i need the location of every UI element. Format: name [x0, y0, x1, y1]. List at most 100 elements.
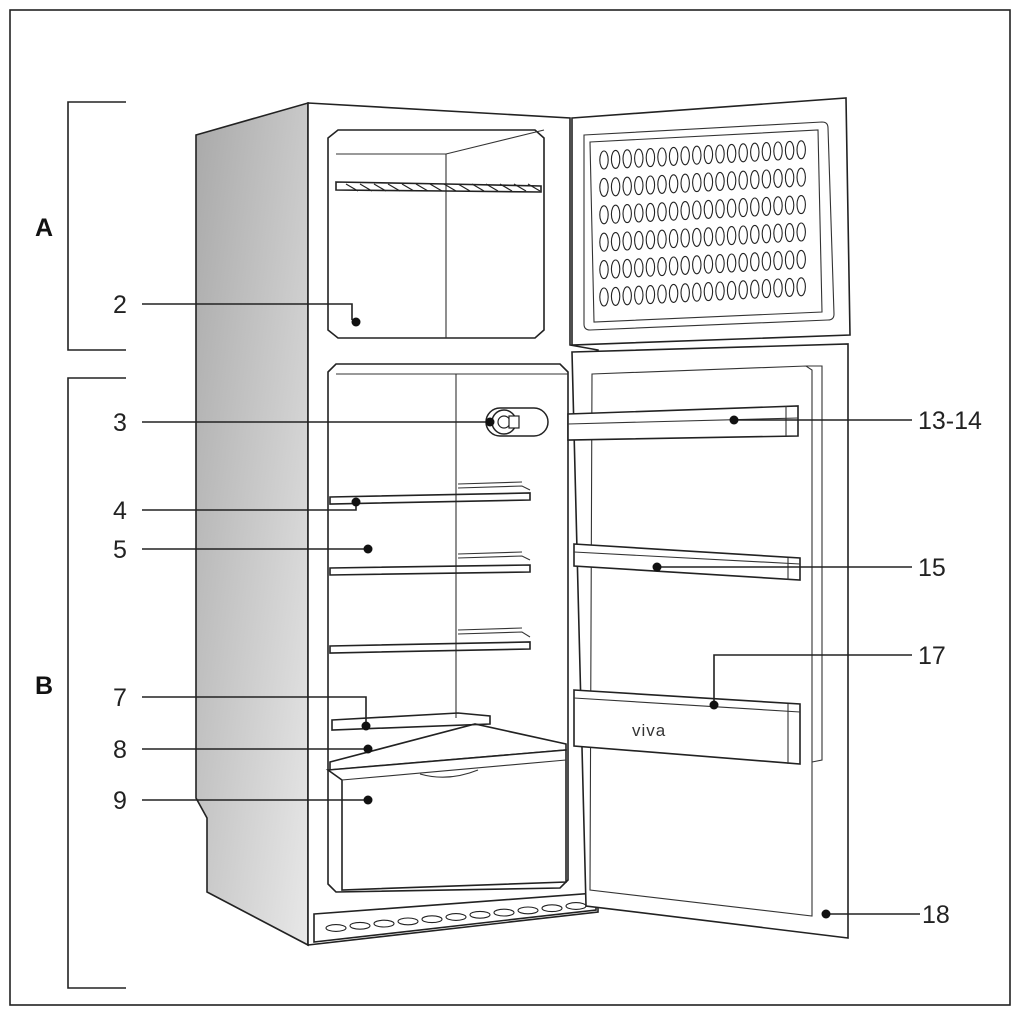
door-dimple [726, 280, 737, 300]
door-dimple [680, 255, 690, 275]
grill-wire [345, 183, 359, 192]
grill-wire [387, 183, 401, 192]
door-dimple [657, 229, 667, 249]
grill-wire [373, 183, 387, 192]
freezer-door-inner-panel [589, 129, 823, 323]
leader-5-dot [363, 544, 373, 554]
door-dimple [599, 205, 609, 225]
leader-17-dot [709, 700, 719, 710]
door-dimple [645, 257, 656, 277]
door-dimple [703, 254, 714, 274]
grill-wire [359, 183, 373, 192]
grill-wire [457, 183, 471, 192]
grille-hole [493, 908, 515, 917]
brand-logo: viva [632, 721, 666, 740]
leader-2-dot [351, 317, 361, 327]
leader-15-dot [652, 562, 662, 572]
door-dimple [668, 229, 679, 249]
door-dimple [715, 144, 725, 164]
door-dimple [599, 150, 609, 170]
fridge-side-panel [195, 101, 309, 947]
shelf-1 [329, 481, 531, 505]
door-dimple [726, 143, 737, 163]
door-dimple [715, 171, 725, 191]
grille-hole [469, 910, 491, 919]
grill-wire [471, 183, 485, 192]
door-dimple [726, 198, 737, 218]
door-dimple [773, 278, 783, 298]
door-dimple [610, 177, 621, 197]
door-dimple [634, 203, 644, 223]
door-dimple [703, 172, 714, 192]
door-dimple [622, 258, 632, 278]
door-dimple [668, 283, 679, 303]
bottom-grille-holes [325, 902, 587, 932]
door-dimple [668, 146, 679, 166]
door-dimple [692, 200, 702, 220]
door-dimple [680, 146, 690, 166]
section-label-b: B [35, 672, 53, 700]
door-dimple [610, 149, 621, 169]
door-dimple [634, 176, 644, 196]
grille-hole [397, 917, 419, 926]
door-dimple [692, 282, 702, 302]
door-dimple [773, 251, 783, 271]
door-dimple [668, 174, 679, 194]
grille-hole [373, 919, 395, 928]
grille-hole [565, 902, 587, 910]
door-dimple [622, 286, 632, 306]
leader-17 [713, 654, 912, 704]
door-bin-13-14 [567, 405, 799, 441]
door-dimple [599, 177, 609, 197]
grill-wire [485, 183, 499, 192]
callout-18: 18 [922, 901, 950, 929]
door-dimple [715, 199, 725, 219]
door-dimple [796, 140, 806, 160]
door-dimple [680, 283, 690, 303]
door-dimple [761, 142, 772, 162]
leader-18-dot [821, 909, 831, 919]
door-dimple [645, 230, 656, 250]
door-dimple [645, 285, 656, 305]
door-dimple [634, 148, 644, 168]
crisper-drawer-edge [341, 759, 567, 781]
grille-hole [541, 904, 563, 913]
callout-17: 17 [918, 642, 946, 670]
leader-4-dot [351, 497, 361, 507]
door-dimple [773, 223, 783, 243]
grill-wire [429, 183, 443, 192]
door-dimple [622, 204, 632, 224]
door-dimple [773, 141, 783, 161]
callout-15: 15 [918, 554, 946, 582]
door-dimple [715, 254, 725, 274]
leader-3-dot [485, 417, 495, 427]
door-dimple [715, 226, 725, 246]
door-dimple [680, 201, 690, 221]
fridge-door-rail [806, 365, 823, 763]
door-dimple [622, 231, 632, 251]
door-dimple [622, 176, 632, 196]
outer-frame [9, 9, 1011, 1006]
leader-7 [142, 696, 367, 724]
bracket-a [67, 101, 126, 351]
freezer-shelf-grill [345, 183, 541, 192]
callout-2: 2 [113, 291, 127, 319]
thermostat-knob [485, 407, 549, 437]
door-dimple [715, 281, 725, 301]
freezer-compartment [327, 129, 545, 339]
door-dimple [599, 287, 609, 307]
door-dimple [622, 149, 632, 169]
door-dimple [784, 223, 795, 243]
leader-13-14-dot [729, 415, 739, 425]
door-dimple [610, 204, 621, 224]
door-dimple [738, 170, 748, 190]
door-dimple [668, 201, 679, 221]
leader-8-dot [363, 744, 373, 754]
door-dimple [796, 167, 806, 187]
door-dimple [634, 258, 644, 278]
door-dimple [657, 257, 667, 277]
door-dimple [657, 284, 667, 304]
callout-7: 7 [113, 684, 127, 712]
door-dimple [773, 168, 783, 188]
bracket-b [67, 377, 126, 989]
